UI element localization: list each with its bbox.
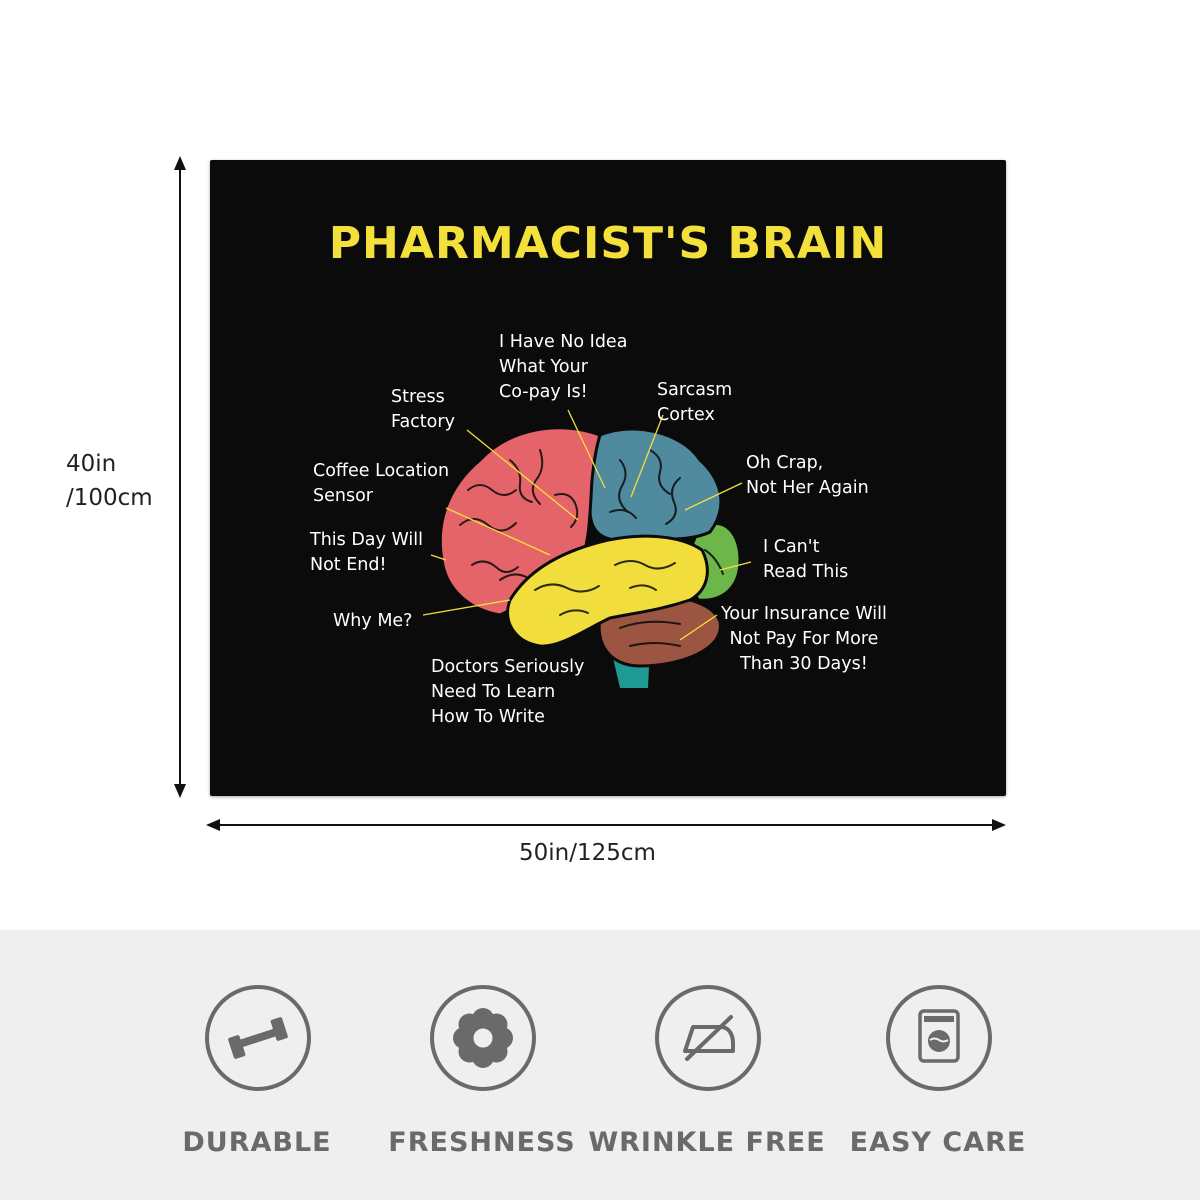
- feature-freshness-label: FRESHNESS: [388, 1127, 576, 1158]
- label-stress-line1: Stress: [391, 387, 445, 407]
- label-oh-crap: Oh Crap, Not Her Again: [746, 451, 869, 501]
- label-coffee-line2: Sensor: [313, 486, 373, 506]
- label-doctors-line2: Need To Learn: [431, 682, 556, 702]
- feature-freshness: FRESHNESS: [372, 985, 592, 1185]
- label-sarcasm: Sarcasm Cortex: [657, 378, 732, 428]
- label-copay-line3: Co-pay Is!: [499, 382, 588, 402]
- label-copay-line1: I Have No Idea: [499, 332, 628, 352]
- label-why-me-line1: Why Me?: [333, 611, 413, 631]
- label-sarcasm-line2: Cortex: [657, 405, 715, 425]
- label-stress-line2: Factory: [391, 412, 455, 432]
- label-coffee: Coffee Location Sensor: [313, 459, 449, 509]
- label-doctors-line3: How To Write: [431, 707, 545, 727]
- brain-illustration: [422, 409, 752, 688]
- label-cant-read-line2: Read This: [763, 562, 849, 582]
- label-insurance: Your Insurance Will Not Pay For More Tha…: [721, 602, 887, 677]
- flower-icon: [453, 1008, 513, 1068]
- label-copay-line2: What Your: [499, 357, 588, 377]
- feature-wrinkle-free: WRINKLE FREE: [588, 985, 825, 1185]
- label-insurance-line3: Than 30 Days!: [740, 654, 868, 674]
- feature-wrinkle-free-label: WRINKLE FREE: [588, 1127, 826, 1158]
- features-band: [0, 930, 1200, 1200]
- label-why-me: Why Me?: [333, 609, 412, 634]
- label-copay: I Have No Idea What Your Co-pay Is!: [499, 330, 627, 405]
- wrinkle-free-icon-circle: [655, 985, 761, 1091]
- label-this-day-line1: This Day Will: [310, 530, 423, 550]
- label-cant-read: I Can't Read This: [763, 535, 848, 585]
- freshness-icon-circle: [430, 985, 536, 1091]
- label-doctors-line1: Doctors Seriously: [431, 657, 585, 677]
- width-label: 50in/125cm: [519, 840, 656, 866]
- label-insurance-line1: Your Insurance Will: [721, 604, 887, 624]
- height-label-line1: 40in: [66, 451, 117, 477]
- easy-care-icon-circle: [886, 985, 992, 1091]
- feature-durable: DURABLE: [147, 985, 367, 1185]
- feature-easy-care-label: EASY CARE: [849, 1127, 1027, 1158]
- label-coffee-line1: Coffee Location: [313, 461, 450, 481]
- washing-machine-icon: [918, 1009, 960, 1063]
- label-stress: Stress Factory: [391, 385, 455, 435]
- label-oh-crap-line1: Oh Crap,: [746, 453, 824, 473]
- label-this-day-line2: Not End!: [310, 555, 387, 575]
- label-oh-crap-line2: Not Her Again: [746, 478, 869, 498]
- dumbbell-icon: [228, 1017, 288, 1059]
- parietal-lobe: [587, 427, 723, 542]
- durable-icon-circle: [205, 985, 311, 1091]
- temporal-lobe: [506, 534, 709, 648]
- label-sarcasm-line1: Sarcasm: [657, 380, 733, 400]
- feature-easy-care: EASY CARE: [828, 985, 1048, 1185]
- label-insurance-line2: Not Pay For More: [729, 629, 879, 649]
- blanket-title: PHARMACIST'S BRAIN: [328, 218, 888, 269]
- width-arrow: [174, 156, 1006, 831]
- label-doctors: Doctors Seriously Need To Learn How To W…: [431, 655, 584, 730]
- label-this-day: This Day Will Not End!: [310, 528, 423, 578]
- blanket-print: PHARMACIST'S BRAIN: [210, 160, 1006, 796]
- label-cant-read-line1: I Can't: [763, 537, 820, 557]
- no-iron-icon: [683, 1015, 735, 1061]
- height-label-line2: /100cm: [66, 485, 153, 511]
- feature-durable-label: DURABLE: [182, 1127, 332, 1158]
